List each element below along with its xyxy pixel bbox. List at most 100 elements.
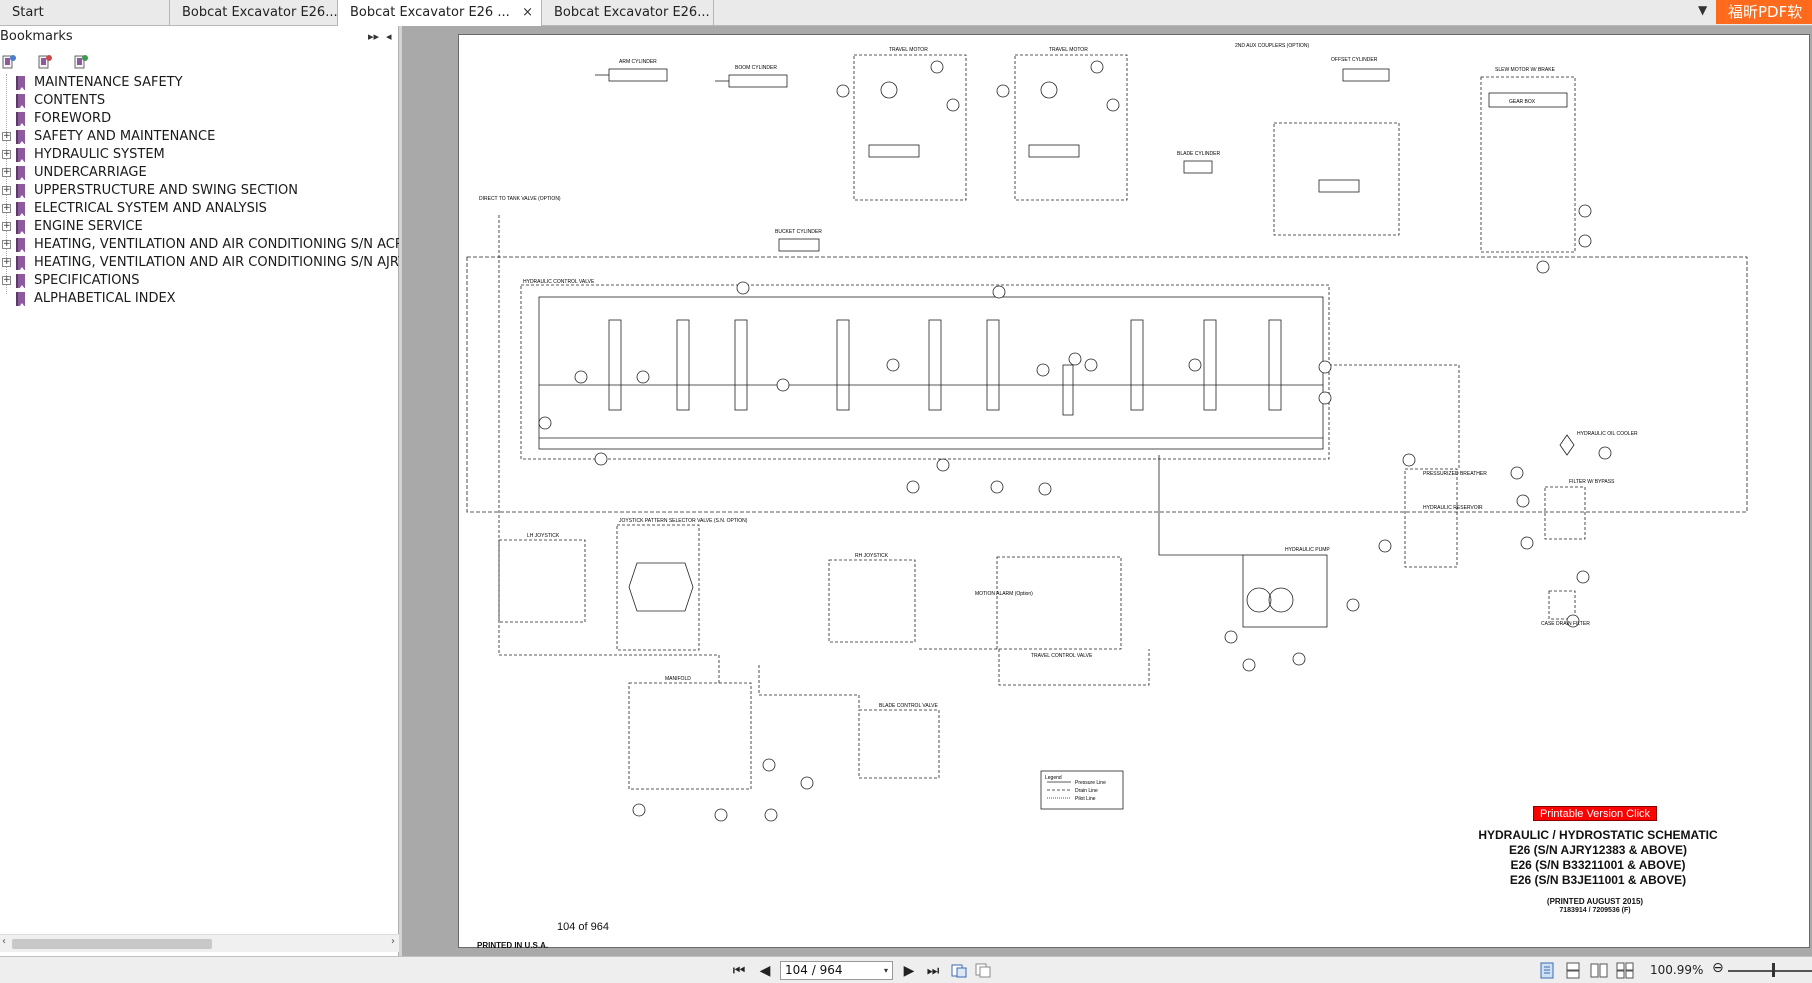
label-direct-to-tank: DIRECT TO TANK VALVE (OPTION) — [479, 196, 561, 202]
bookmark-tree-line — [6, 74, 7, 294]
bookmark-label: UPPERSTRUCTURE AND SWING SECTION — [34, 183, 298, 198]
bookmark-icon — [16, 184, 25, 199]
chevron-down-icon[interactable]: ▾ — [883, 966, 888, 975]
bookmark-icon — [16, 256, 25, 271]
bookmark-hvac-ajry[interactable]: +HEATING, VENTILATION AND AIR CONDITIONI… — [0, 254, 399, 272]
bookmark-contents[interactable]: CONTENTS — [0, 92, 399, 110]
brand-logo[interactable]: 福昕PDF软 — [1716, 0, 1812, 24]
label-pressure-line: Pressure Line — [1075, 780, 1106, 786]
tab-label: Bobcat Excavator E26... — [554, 5, 710, 20]
continuous-facing-icon[interactable] — [1616, 962, 1634, 979]
oil-cooler-shape — [1559, 434, 1575, 456]
bookmark-icon — [16, 94, 25, 109]
bookmark-alphabetical-index[interactable]: ALPHABETICAL INDEX — [0, 290, 399, 308]
bookmark-engine-service[interactable]: +ENGINE SERVICE — [0, 218, 399, 236]
scroll-left-icon[interactable]: ‹ — [2, 936, 6, 947]
bookmarks-horizontal-scrollbar[interactable]: ‹ › — [0, 934, 399, 952]
expand-icon[interactable]: + — [2, 221, 11, 231]
first-page-icon[interactable]: ⏮ — [732, 963, 746, 979]
facing-view-icon[interactable] — [1590, 962, 1608, 979]
bookmark-icon — [16, 292, 25, 307]
schematic-title: HYDRAULIC / HYDROSTATIC SCHEMATIC — [1478, 828, 1718, 842]
tab-document-3[interactable]: Bobcat Excavator E26... — [542, 0, 714, 26]
expand-icon[interactable]: + — [2, 167, 11, 177]
zoom-slider-thumb[interactable] — [1772, 963, 1775, 977]
expand-icon[interactable]: + — [2, 149, 11, 159]
case-drain-filter-box — [1548, 590, 1576, 620]
expand-icon[interactable]: + — [2, 185, 11, 195]
tab-document-2[interactable]: Bobcat Excavator E26 ...× — [338, 0, 542, 27]
bookmark-hydraulic-system[interactable]: +HYDRAULIC SYSTEM — [0, 146, 399, 164]
serial-line: E26 (S/N AJRY12383 & ABOVE) — [1508, 843, 1688, 857]
printed-date: (PRINTED AUGUST 2015) — [1546, 897, 1644, 906]
copy-view-icon[interactable] — [974, 962, 992, 979]
bookmark-icon — [16, 130, 25, 145]
expand-icon[interactable]: + — [2, 239, 11, 249]
control-valve-box — [520, 284, 1330, 460]
bookmark-icon — [16, 166, 25, 181]
bookmark-foreword[interactable]: FOREWORD — [0, 110, 399, 128]
manifold-box — [628, 682, 752, 790]
bookmark-hvac-acra[interactable]: + HEATING, VENTILATION AND AIR CONDITIONI… — [0, 236, 399, 254]
arm-cylinder-shape — [608, 68, 668, 82]
scrollbar-thumb[interactable] — [12, 939, 212, 949]
label-oil-cooler: HYDRAULIC OIL COOLER — [1577, 431, 1638, 437]
expand-bookmark-icon[interactable] — [0, 53, 18, 71]
rh-joystick-box — [828, 559, 916, 643]
serial-line: E26 (S/N B3JE11001 & ABOVE) — [1509, 873, 1687, 887]
zoom-slider[interactable] — [1728, 970, 1812, 972]
label-blade-control-valve: BLADE CONTROL VALVE — [879, 703, 938, 709]
label-pressurized-breather: PRESSURIZED BREATHER — [1423, 471, 1487, 477]
bookmark-safety-and-maintenance[interactable]: +SAFETY AND MAINTENANCE — [0, 128, 399, 146]
label-legend: Legend — [1045, 775, 1062, 781]
bookmark-upperstructure[interactable]: + UPPERSTRUCTURE AND SWING SECTION — [0, 182, 399, 200]
panel-collapse-icon[interactable]: ◂ — [386, 30, 392, 43]
expand-icon[interactable]: + — [2, 131, 11, 141]
label-reservoir: HYDRAULIC RESERVOIR — [1423, 505, 1483, 511]
label-blade-cylinder: BLADE CYLINDER — [1177, 151, 1220, 157]
bookmark-specifications[interactable]: +SPECIFICATIONS — [0, 272, 399, 290]
bookmark-maintenance-safety[interactable]: MAINTENANCE SAFETY — [0, 74, 399, 92]
bookmark-label: HEATING, VENTILATION AND AIR CONDITIONIN… — [34, 237, 399, 252]
expand-icon[interactable]: + — [2, 257, 11, 267]
bookmark-label: UNDERCARRIAGE — [34, 165, 147, 180]
document-viewport[interactable]: ARM CYLINDER BOOM CYLINDER TRAVEL MOTOR … — [402, 26, 1812, 956]
add-bookmark-icon[interactable] — [36, 53, 54, 71]
single-page-view-icon[interactable] — [1538, 962, 1556, 979]
outer-pilot-loop — [466, 256, 1748, 513]
reservoir-box — [1404, 468, 1458, 568]
expand-icon[interactable]: + — [2, 275, 11, 285]
legend-box — [1040, 770, 1124, 810]
tab-document-1[interactable]: Bobcat Excavator E26... — [170, 0, 338, 26]
document-number: 7183914 / 7209536 (F) — [1559, 907, 1631, 914]
bookmark-electrical-system[interactable]: +ELECTRICAL SYSTEM AND ANALYSIS — [0, 200, 399, 218]
printed-in-label: PRINTED IN U.S.A. — [477, 941, 549, 950]
tab-overflow-icon[interactable]: ▼ — [1698, 3, 1708, 17]
previous-page-icon[interactable]: ◀ — [759, 963, 771, 979]
bookmark-label: CONTENTS — [34, 93, 106, 108]
label-aux-couplers: 2ND AUX COUPLERS (OPTION) — [1235, 43, 1310, 49]
printable-version-button[interactable]: Printable Version Click Here — [1533, 806, 1657, 835]
continuous-view-icon[interactable] — [1564, 962, 1582, 979]
bookmark-undercarriage[interactable]: + UNDERCARRIAGE — [0, 164, 399, 182]
panel-options-icon[interactable]: ▸▸ — [368, 30, 380, 43]
label-travel-control-valve: TRAVEL CONTROL VALVE — [1031, 653, 1093, 659]
label-drain-line: Drain Line — [1075, 788, 1098, 794]
bookmark-label: MAINTENANCE SAFETY — [34, 75, 183, 90]
next-page-icon[interactable]: ▶ — [903, 963, 915, 979]
rotate-view-icon[interactable] — [950, 962, 968, 979]
close-icon[interactable]: × — [522, 5, 533, 20]
page-number-field[interactable]: 104 / 964▾ — [780, 961, 893, 980]
label-rh-joystick: RH JOYSTICK — [855, 553, 889, 559]
pump-circle-1 — [1246, 587, 1272, 613]
bookmark-icon — [16, 220, 25, 235]
bookmark-options-icon[interactable] — [72, 53, 90, 71]
expand-icon[interactable]: + — [2, 203, 11, 213]
zoom-level[interactable]: 100.99% — [1650, 963, 1704, 977]
blade-cylinder-shape — [1183, 160, 1213, 174]
last-page-icon[interactable]: ⏭ — [926, 963, 940, 979]
zoom-out-icon[interactable]: ⊖ — [1712, 960, 1724, 976]
tab-start[interactable]: Start — [0, 0, 170, 26]
scroll-right-icon[interactable]: › — [391, 936, 395, 947]
panel-splitter[interactable] — [399, 26, 402, 956]
